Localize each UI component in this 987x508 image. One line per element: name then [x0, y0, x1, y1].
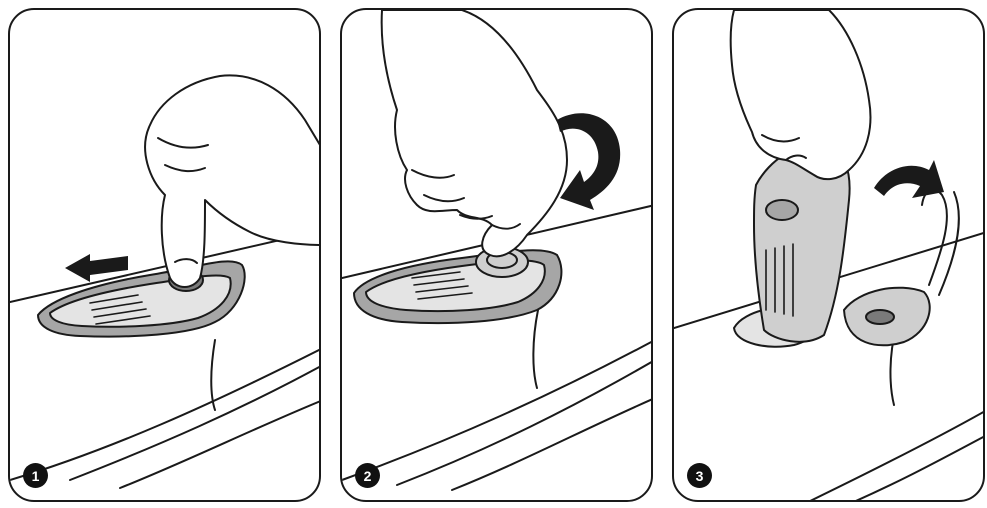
body-contour-lower [70, 365, 321, 480]
step-panel-1: 1 [8, 8, 321, 502]
door-seam [533, 310, 538, 388]
step-number-badge: 1 [23, 463, 48, 488]
body-contour-inner [452, 398, 653, 490]
step-number-badge: 2 [355, 463, 380, 488]
filler-hole [866, 310, 894, 324]
step-panel-2: 2 [340, 8, 653, 502]
cap-tether [922, 190, 947, 285]
up-arrow-icon [874, 160, 944, 198]
step-3-illustration [674, 10, 985, 502]
body-contour-lower [849, 435, 985, 502]
body-contour-upper [342, 340, 653, 480]
step-panel-3: 3 [672, 8, 985, 502]
body-contour-inner [120, 400, 321, 488]
step-1-illustration [10, 10, 321, 502]
hand-holding [731, 10, 871, 179]
body-contour-lower [397, 360, 653, 485]
cap-key-lock [766, 200, 798, 220]
body-contour-upper [804, 410, 985, 502]
hand-pressing [145, 75, 321, 287]
body-contour-upper [10, 348, 321, 480]
step-2-illustration [342, 10, 653, 502]
step-number-badge: 3 [687, 463, 712, 488]
